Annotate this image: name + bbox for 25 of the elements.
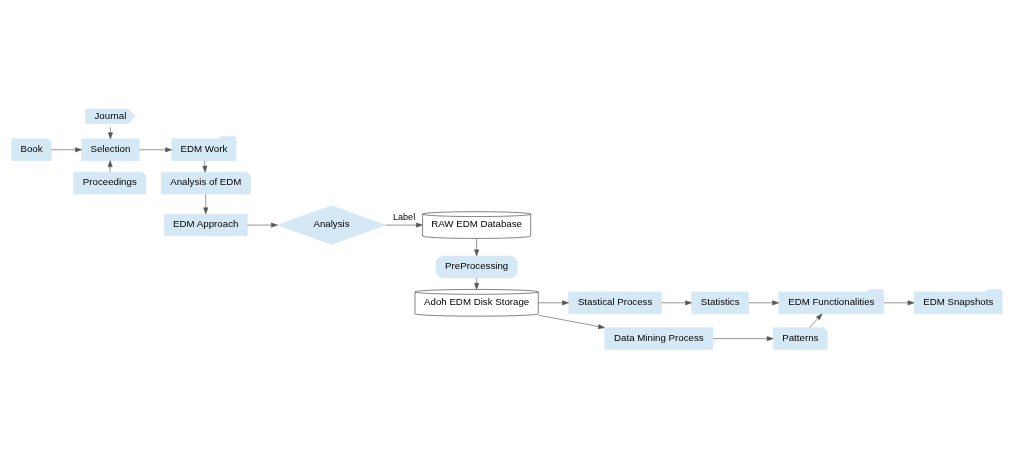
arrow	[385, 222, 423, 228]
arrow	[108, 127, 113, 140]
node-box: Data Mining Process	[604, 327, 714, 350]
arrow	[712, 336, 774, 342]
arrow	[247, 222, 278, 228]
node-box: Statistics	[691, 291, 749, 315]
edge-label: Label	[392, 212, 416, 223]
arrow	[474, 277, 480, 290]
arrow	[883, 300, 915, 306]
arrow	[202, 160, 208, 173]
arrow	[107, 160, 113, 173]
node-box: Selection	[81, 138, 140, 161]
node-box: EDM Approach	[163, 213, 248, 237]
arrow	[809, 313, 823, 328]
arrow	[50, 147, 82, 153]
arrow	[748, 300, 779, 306]
arrow	[203, 193, 209, 215]
node-box: Stastical Process	[568, 291, 662, 315]
node-diamond: Analysis	[277, 205, 386, 245]
arrow	[474, 238, 480, 257]
arrow	[538, 300, 569, 306]
node-box: PreProcessing	[435, 255, 518, 279]
arrow	[661, 300, 692, 306]
arrow	[538, 314, 605, 329]
arrow	[138, 147, 172, 153]
